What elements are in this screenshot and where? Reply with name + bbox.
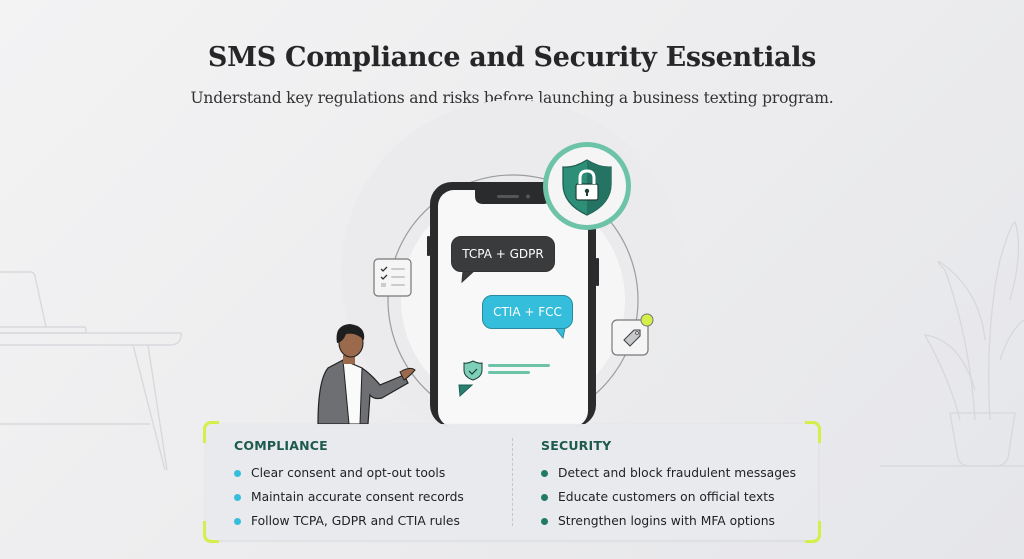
list-item-text: Detect and block fraudulent messages: [558, 466, 796, 480]
list-item-text: Clear consent and opt-out tools: [251, 466, 446, 480]
page-title: SMS Compliance and Security Essentials: [207, 42, 817, 73]
list-item: Maintain accurate consent records: [234, 485, 464, 509]
page-subtitle: Understand key regulations and risks bef…: [190, 89, 834, 107]
security-list: Detect and block fraudulent messages Edu…: [541, 461, 796, 533]
list-item: Detect and block fraudulent messages: [541, 461, 796, 485]
section-divider: [512, 438, 513, 526]
essentials-card: COMPLIANCE Clear consent and opt-out too…: [203, 421, 821, 543]
list-item-text: Educate customers on official texts: [558, 490, 775, 504]
checklist-icon: [373, 258, 412, 297]
list-item: Strengthen logins with MFA options: [541, 509, 796, 533]
shield-lock-icon: [543, 142, 631, 230]
compliance-heading: COMPLIANCE: [234, 438, 328, 453]
list-item: Educate customers on official texts: [541, 485, 796, 509]
person-illustration: [317, 324, 416, 425]
chat-bubble-ctia-fcc: CTIA + FCC: [482, 295, 573, 329]
shield-check-icon: [463, 360, 550, 381]
plant-illustration: [880, 221, 1024, 467]
list-item-text: Follow TCPA, GDPR and CTIA rules: [251, 514, 460, 528]
bullet-icon: [541, 517, 548, 525]
compliance-section: COMPLIANCE Clear consent and opt-out too…: [234, 438, 464, 533]
bullet-icon: [234, 469, 241, 477]
chat-bubble-tcpa-gdpr: TCPA + GDPR: [451, 236, 555, 272]
security-section: SECURITY Detect and block fraudulent mes…: [541, 438, 796, 533]
list-item-text: Strengthen logins with MFA options: [558, 514, 775, 528]
list-item: Follow TCPA, GDPR and CTIA rules: [234, 509, 464, 533]
bullet-icon: [541, 493, 548, 501]
list-item: Clear consent and opt-out tools: [234, 461, 464, 485]
compliance-list: Clear consent and opt-out tools Maintain…: [234, 461, 464, 533]
corner-bracket: [203, 521, 219, 543]
bullet-icon: [541, 469, 548, 477]
desk-illustration: [0, 271, 183, 471]
bullet-icon: [234, 517, 241, 525]
corner-bracket: [805, 421, 821, 443]
corner-bracket: [805, 521, 821, 543]
tag-icon: [611, 313, 654, 356]
list-item-text: Maintain accurate consent records: [251, 490, 464, 504]
corner-bracket: [203, 421, 219, 443]
security-heading: SECURITY: [541, 438, 612, 453]
bullet-icon: [234, 493, 241, 501]
